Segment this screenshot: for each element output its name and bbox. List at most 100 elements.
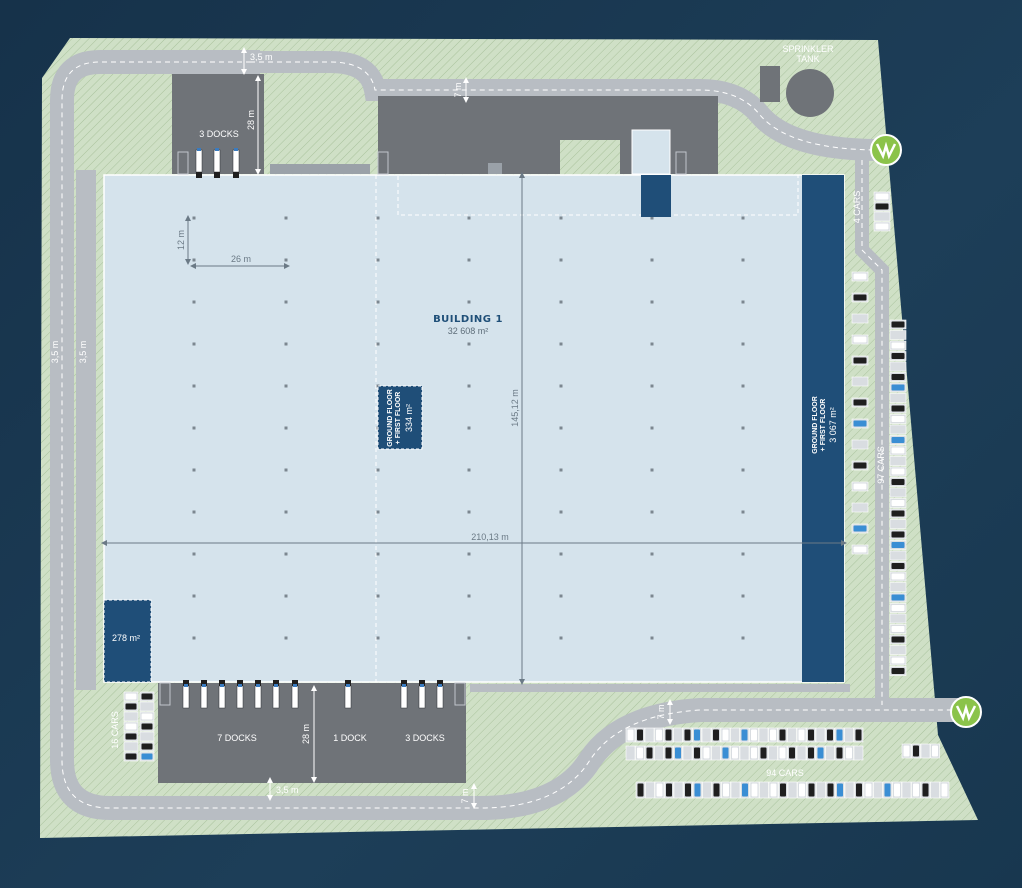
column-marker [650, 552, 654, 556]
column-marker [741, 636, 745, 640]
parked-car [770, 783, 777, 797]
parking-space [844, 781, 855, 799]
parked-car [932, 745, 938, 757]
parking-space [815, 727, 826, 743]
dock-leveller [201, 680, 207, 686]
column-marker [284, 636, 288, 640]
parked-car [884, 783, 891, 797]
parked-car [656, 729, 662, 741]
column-marker [467, 216, 471, 220]
parking-space [853, 745, 864, 761]
column-marker [376, 636, 380, 640]
mezz-area: 334 m² [404, 404, 414, 432]
parking-space [901, 781, 912, 799]
parked-car [141, 723, 153, 730]
parked-car [732, 747, 738, 759]
dock-door [202, 684, 206, 687]
column-marker [467, 300, 471, 304]
column-marker [192, 426, 196, 430]
parked-car [656, 783, 663, 797]
parked-car [780, 783, 786, 797]
column-grid [192, 216, 745, 640]
dim-road-west-b: 3,5 m [78, 341, 88, 364]
parked-car [694, 729, 700, 741]
parking-space [889, 487, 907, 498]
parking-space [920, 743, 931, 759]
dim-lane-north: 7 m [453, 82, 463, 97]
dock-truck [218, 685, 226, 709]
column-marker [284, 426, 288, 430]
parked-car [853, 420, 867, 427]
parked-car [922, 783, 929, 797]
column-marker [559, 510, 563, 514]
column-marker [741, 216, 745, 220]
dock-door [402, 684, 406, 687]
column-marker [467, 342, 471, 346]
column-marker [741, 258, 745, 262]
north-road [250, 51, 881, 161]
parked-car [637, 729, 643, 741]
column-marker [376, 468, 380, 472]
column-marker [192, 552, 196, 556]
column-marker [559, 594, 563, 598]
dock-truck [400, 685, 408, 709]
parked-car [853, 336, 867, 343]
dim-grid-y: 12 m [176, 230, 186, 250]
parked-car [637, 783, 644, 797]
dim-road-south: 3,5 m [276, 785, 299, 795]
column-marker [467, 552, 471, 556]
parked-car [891, 563, 905, 569]
parking-space [123, 711, 139, 722]
dock-door [293, 684, 297, 687]
dock-door [256, 684, 260, 687]
parked-car [875, 203, 889, 210]
parking-space [889, 645, 907, 655]
column-marker [467, 258, 471, 262]
parking-east-small-label: 4 CARS [852, 191, 862, 224]
dock-truck [182, 685, 190, 709]
dock-truck [291, 685, 299, 709]
mezz-line1: GROUND FLOOR [387, 389, 394, 447]
column-marker [650, 300, 654, 304]
parking-space [889, 582, 907, 592]
parked-car [853, 525, 867, 532]
building-area: 32 608 m² [448, 326, 489, 336]
parked-car [141, 713, 153, 720]
column-marker [192, 468, 196, 472]
parked-car [827, 783, 834, 797]
dim-road-west-a: 3,5 m [50, 341, 60, 364]
docks-north-label: 3 DOCKS [199, 129, 239, 139]
parked-car [141, 693, 153, 700]
dock-truck [418, 685, 426, 709]
parked-car [665, 729, 672, 741]
parked-car [853, 273, 867, 280]
parked-car [694, 747, 700, 759]
column-marker [376, 510, 380, 514]
dock-door [234, 148, 238, 151]
dock-leveller [437, 680, 443, 686]
parked-car [891, 542, 905, 548]
dock-truck [272, 685, 280, 709]
parking-space [889, 393, 907, 403]
column-marker [376, 594, 380, 598]
column-marker [650, 636, 654, 640]
parked-car [891, 531, 905, 538]
parking-space [787, 727, 797, 743]
column-marker [741, 342, 745, 346]
parked-car [891, 500, 905, 506]
column-marker [284, 510, 288, 514]
parked-car [808, 783, 815, 797]
parked-car [836, 747, 843, 759]
parked-car [798, 729, 805, 741]
parked-car [741, 729, 748, 741]
pump-house [760, 66, 780, 102]
entry-arrow-icon [950, 696, 982, 728]
column-marker [376, 552, 380, 556]
dock-truck [213, 149, 221, 173]
dock-leveller [219, 680, 225, 686]
parked-car [891, 626, 905, 632]
parked-car [817, 747, 824, 759]
loading-docks [159, 148, 687, 709]
dock-gate [159, 682, 171, 706]
column-marker [650, 216, 654, 220]
